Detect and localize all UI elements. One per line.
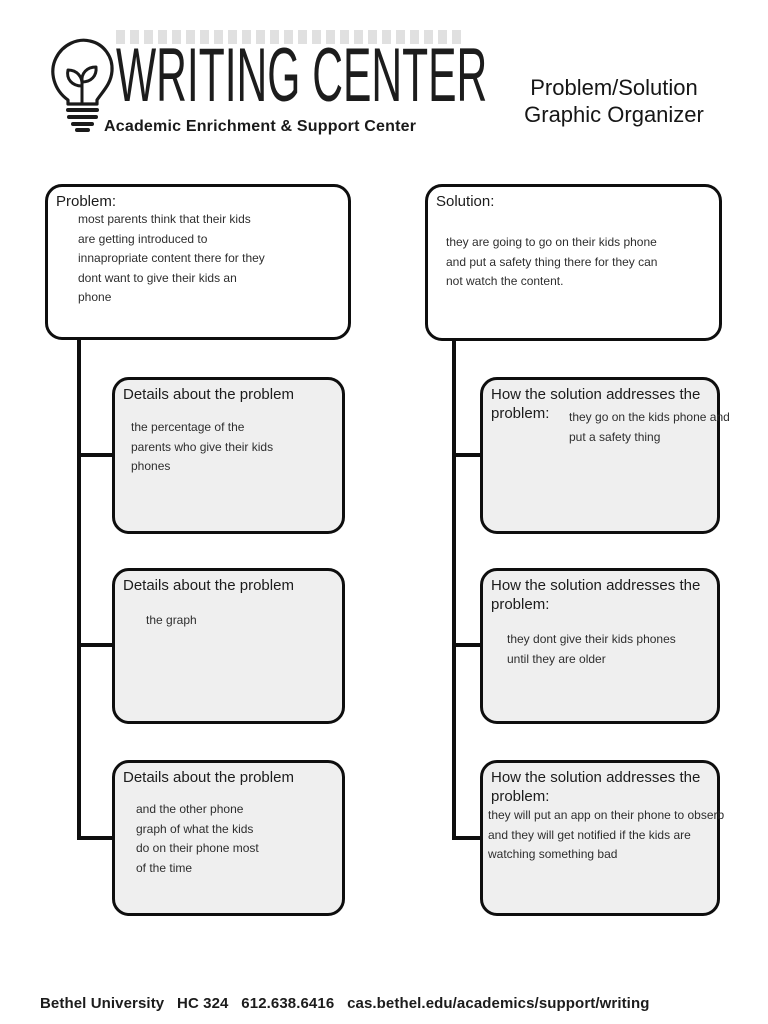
solution-detail-box-2-label: How the solution addresses the problem: [491, 577, 701, 613]
solution-label: Solution: [436, 193, 495, 210]
document-title-line1: Problem/Solution [530, 75, 698, 100]
detail-box-1-answer: the percentage of the parents who give t… [131, 420, 274, 473]
connector-problem-branch-2 [77, 643, 115, 647]
detail-box-2: Details about the problem the graph [112, 568, 345, 724]
document-title-line2: Graphic Organizer [524, 102, 704, 127]
solution-detail-box-1-label: How the solution addresses the problem: [491, 386, 701, 422]
lightbulb-sprout-icon [51, 38, 114, 132]
detail-box-1: Details about the problem the percentage… [112, 377, 345, 534]
problem-answer-text: most parents think that their kids are g… [78, 212, 265, 304]
problem-box: Problem: most parents think that their k… [45, 184, 351, 340]
connector-solution-trunk [452, 337, 456, 840]
problem-label: Problem: [56, 193, 117, 210]
solution-detail-box-1: How the solution addresses the problem: … [480, 377, 730, 534]
detail-box-2-label: Details about the problem [123, 577, 294, 594]
detail-box-3-answer: and the other phone graph of what the ki… [136, 802, 259, 875]
detail-box-3: Details about the problem and the other … [112, 760, 345, 916]
detail-box-3-label: Details about the problem [123, 769, 294, 786]
connector-solution-branch-3 [452, 836, 483, 840]
solution-detail-box-2-answer: they dont give their kids phones until t… [507, 632, 676, 666]
footer-contact-line: Bethel University HC 324 612.638.6416 ca… [40, 995, 650, 1012]
connector-problem-trunk [77, 337, 81, 840]
document-title: Problem/Solution Graphic Organizer [478, 74, 750, 128]
faded-print-artifact [116, 30, 466, 44]
brand-wordmark: WRITING CENTER [116, 33, 488, 118]
solution-detail-box-2: How the solution addresses the problem: … [480, 568, 720, 724]
solution-detail-box-3-answer: they will put an app on their phone to o… [488, 808, 725, 861]
connector-solution-branch-2 [452, 643, 483, 647]
solution-box: Solution: they are going to go on their … [425, 184, 722, 341]
brand-tagline: Academic Enrichment & Support Center [104, 118, 417, 135]
detail-box-2-answer: the graph [146, 613, 197, 627]
solution-detail-box-3-label: How the solution addresses the problem: [491, 769, 701, 805]
connector-problem-branch-3 [77, 836, 115, 840]
detail-box-1-label: Details about the problem [123, 386, 294, 403]
solution-detail-box-1-answer: they go on the kids phone and put a safe… [569, 410, 730, 444]
solution-answer-text: they are going to go on their kids phone… [446, 235, 658, 288]
connector-problem-branch-1 [77, 453, 115, 457]
solution-detail-box-3: How the solution addresses the problem: … [480, 760, 724, 916]
writing-center-logo: WRITING CENTER Academic Enrichment & Sup… [44, 30, 487, 140]
connector-solution-branch-1 [452, 453, 483, 457]
